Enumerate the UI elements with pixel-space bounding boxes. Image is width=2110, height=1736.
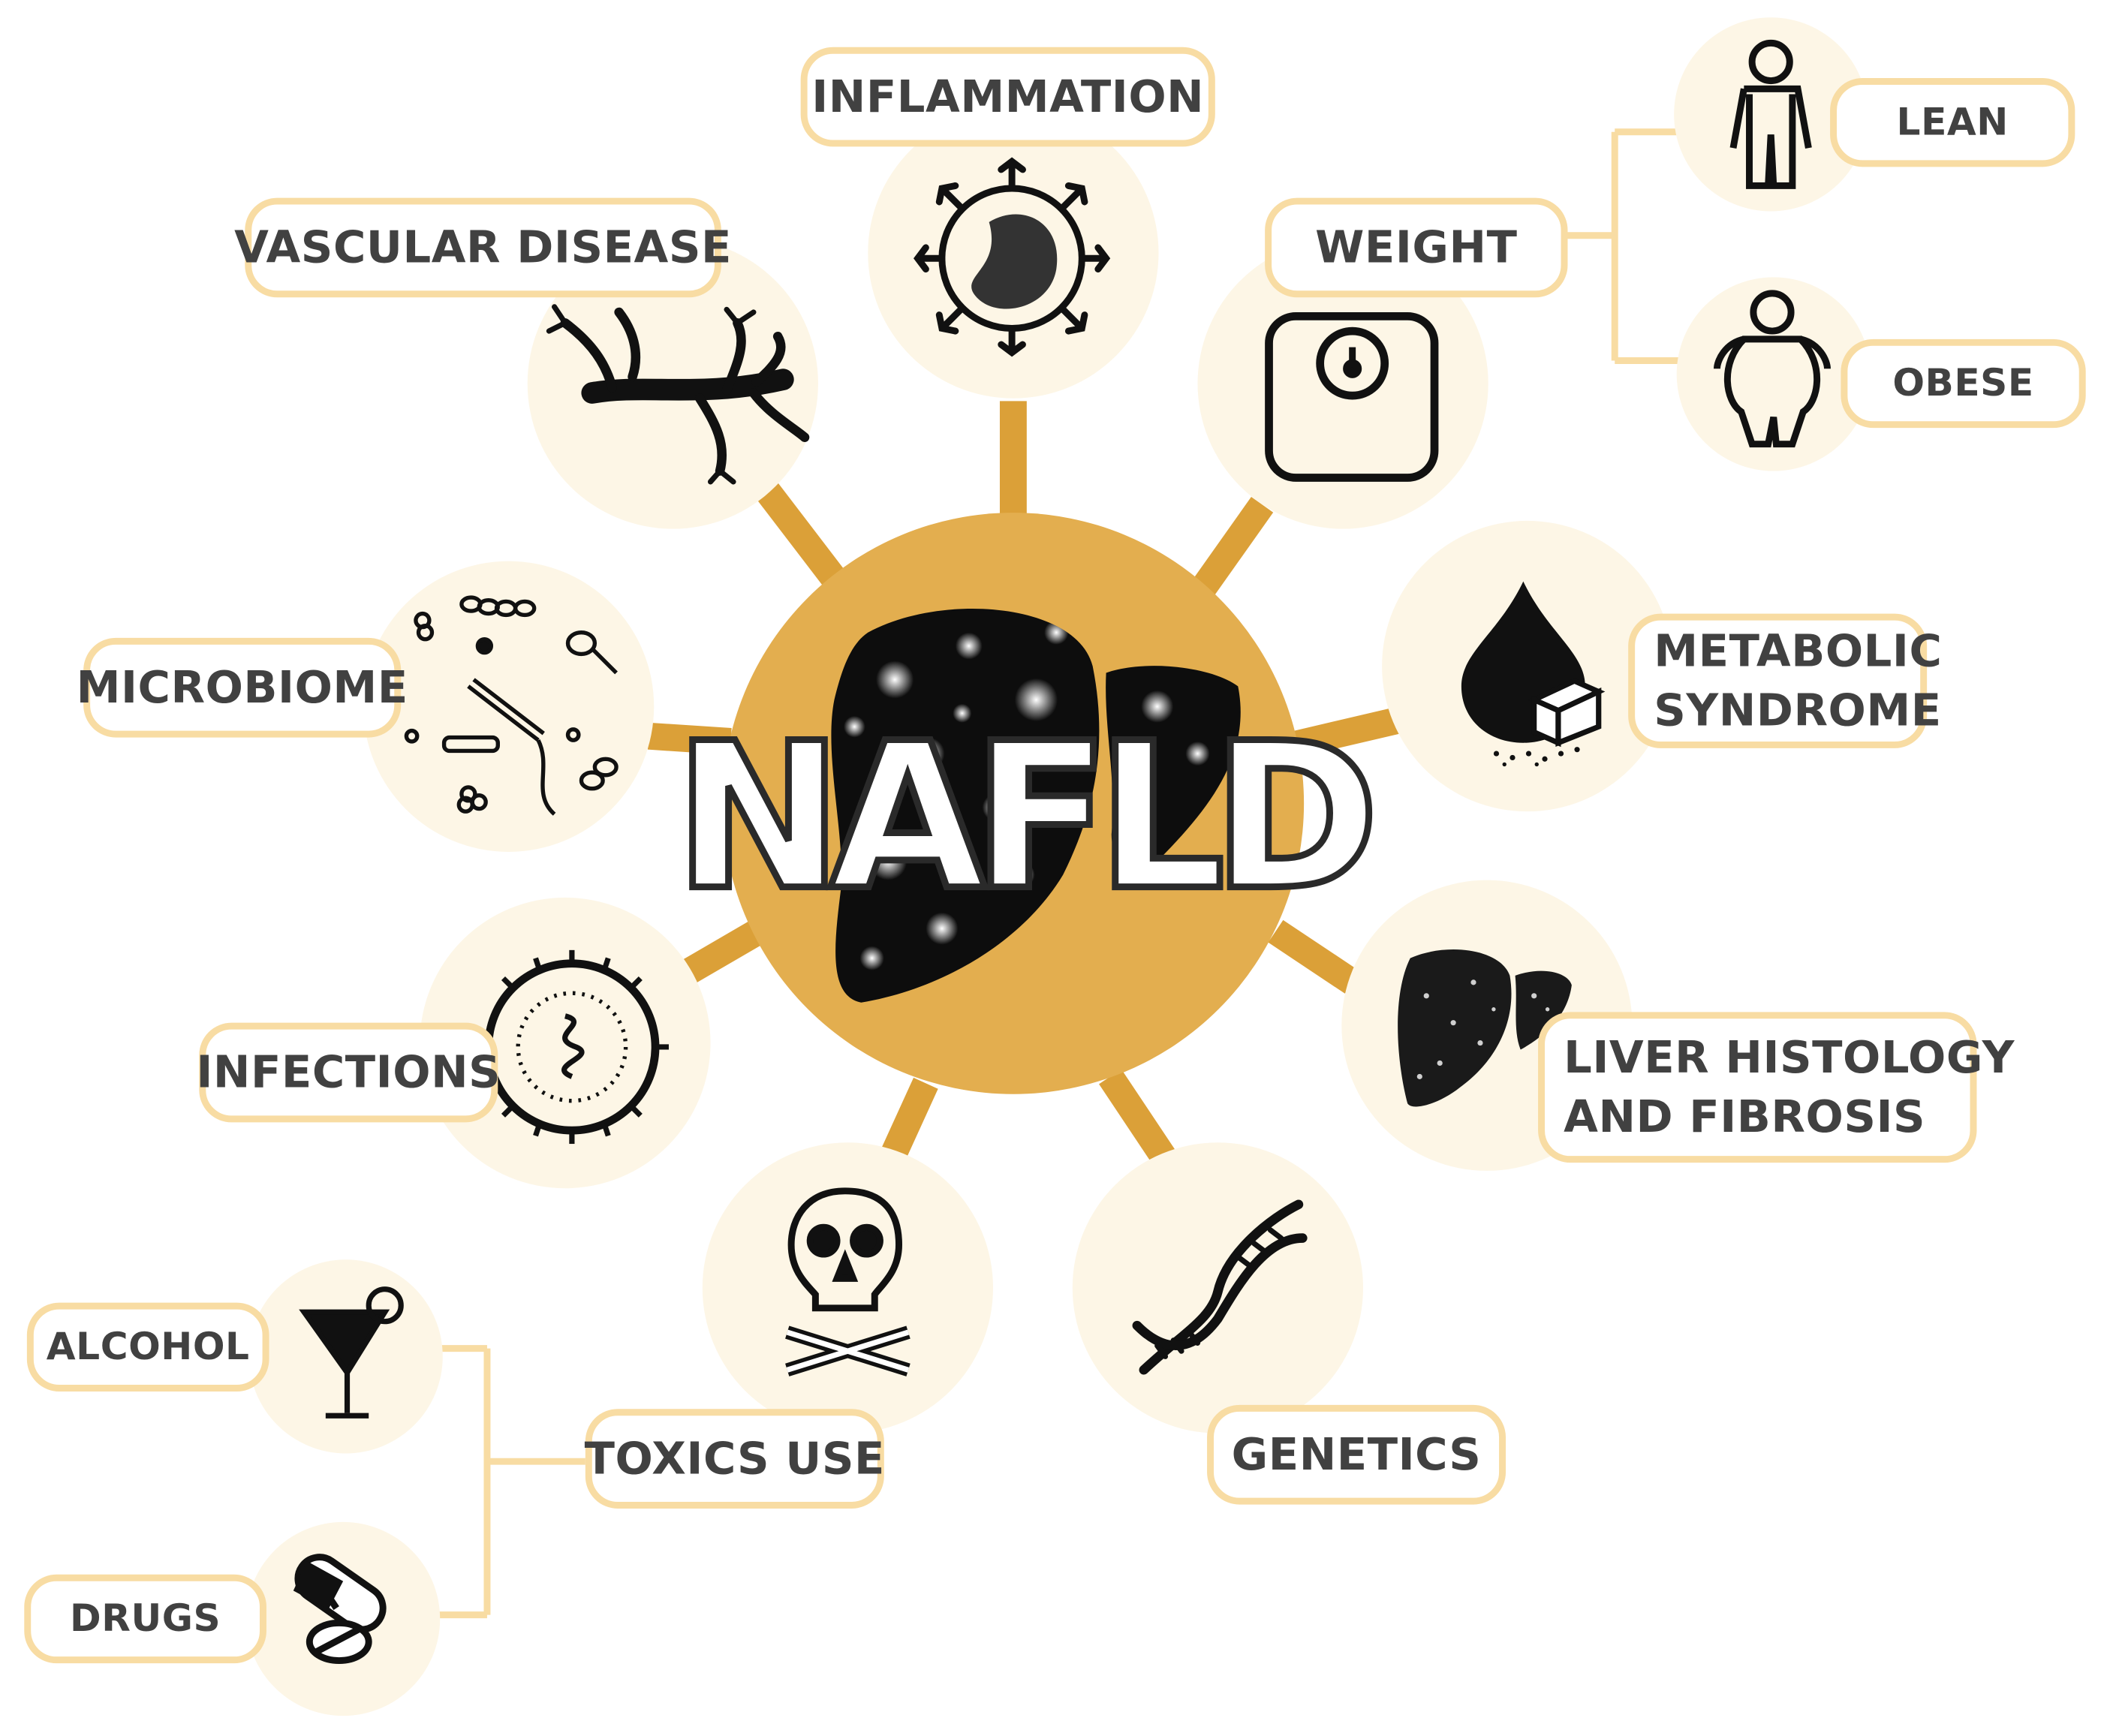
label-toxics-use: TOXICS USE [585,1409,884,1509]
pills-icon [293,1554,387,1665]
label-drugs: DRUGS [24,1574,266,1664]
spoke-weight [1189,497,1274,600]
label-obese: OBESE [1841,338,2086,429]
nafld-title: NAFLD [670,698,1383,939]
branch-connectors [437,128,1682,1619]
blood-vessel-icon [546,304,810,485]
node-obese [1676,277,1871,471]
skull-crossbones-icon [785,1187,911,1376]
bacteria-icon [404,595,619,816]
label-liver-line1: LIVER HISTOLOGY [1564,1031,2015,1085]
cocktail-glass-icon [299,1286,404,1419]
label-vascular-disease: VASCULAR DISEASE [234,197,731,298]
node-toxics [702,1142,994,1434]
oil-drop-sugar-cube-icon [1461,581,1606,767]
label-liver-histology: LIVER HISTOLOGY AND FIBROSIS [1538,1012,2014,1163]
scale-icon [1265,311,1439,482]
label-metabolic-line2: SYNDROME [1654,683,1942,736]
toxics-bracket [437,1345,585,1619]
label-genetics: GENETICS [1207,1404,1506,1505]
label-weight: WEIGHT [1265,197,1568,298]
liver-icon [1398,949,1572,1107]
label-metabolic-line1: METABOLIC [1654,624,1943,678]
lean-person-icon [1729,39,1812,189]
spoke-microbiome [647,722,732,755]
node-lean [1674,17,1868,212]
spoke-metabolic [1293,706,1403,757]
spoke-liver-histology [1268,919,1360,994]
obese-person-icon [1714,290,1831,448]
spoke-toxics [878,1077,938,1166]
label-infections: INFECTIONS [196,1022,501,1123]
dna-icon [1132,1199,1308,1375]
weight-bracket [1567,128,1682,365]
label-microbiome: MICROBIOME [77,637,408,738]
spoke-infections [682,916,770,984]
label-alcohol: ALCOHOL [26,1302,269,1392]
label-metabolic-syndrome: METABOLIC SYNDROME [1628,613,1942,748]
spokes [647,401,1403,1166]
spoke-vascular [754,479,845,587]
label-inflammation: INFLAMMATION [800,47,1215,147]
spoke-genetics [1099,1069,1175,1165]
label-lean: LEAN [1830,77,2075,167]
liver-silhouette-icon [831,608,1241,1003]
macrophage-cell-icon [914,157,1111,357]
label-liver-line2: AND FIBROSIS [1564,1090,1926,1143]
